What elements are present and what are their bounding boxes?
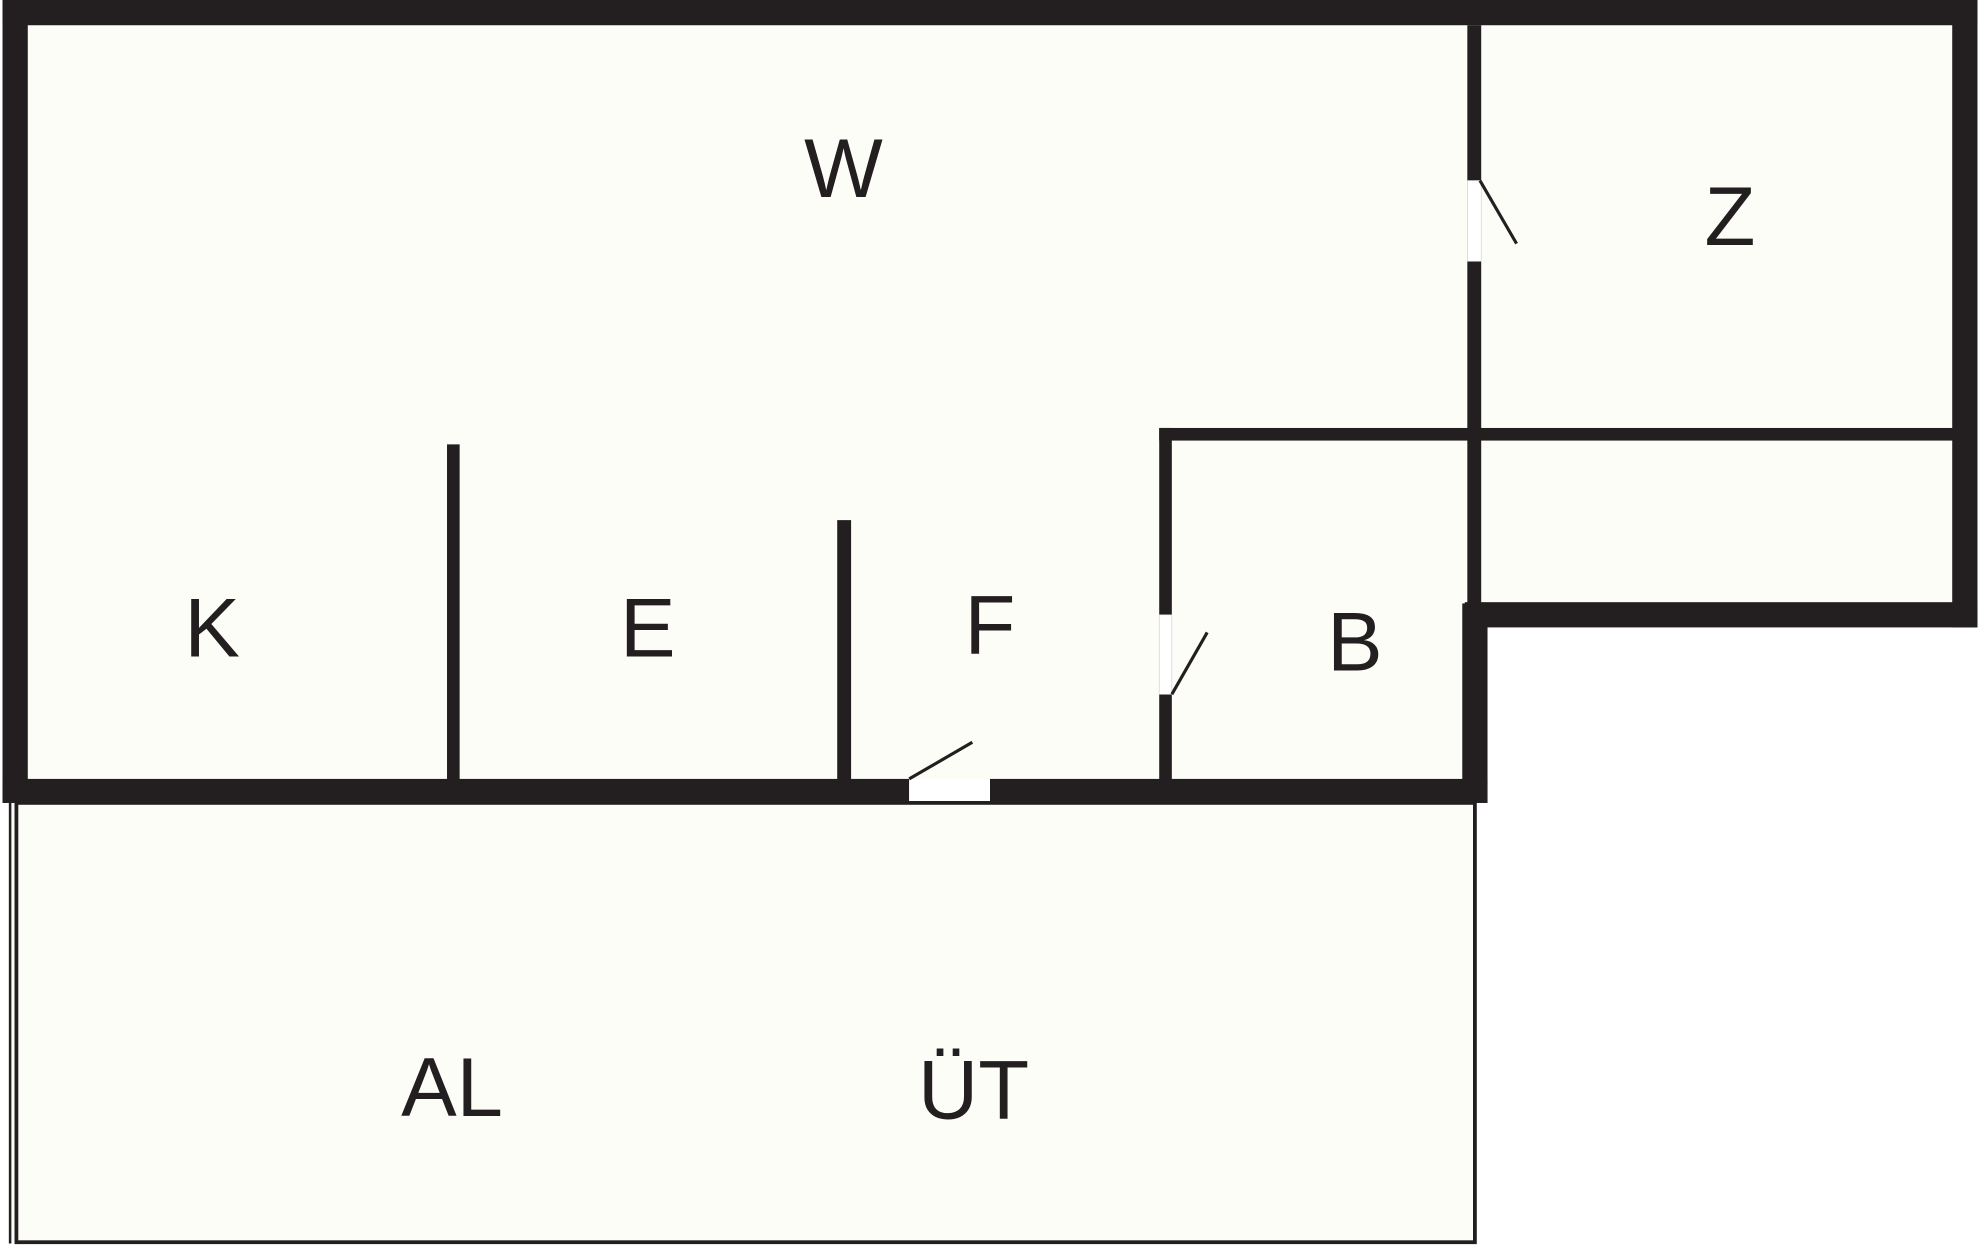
door-swing-z — [1478, 179, 1518, 245]
room-label-ut: ÜT — [918, 1044, 1029, 1137]
b-left-wall-lower — [1159, 694, 1172, 781]
balcony-floor — [10, 802, 1477, 1244]
z-floor — [1464, 0, 1978, 628]
room-label-w: W — [804, 122, 883, 215]
room-label-al: AL — [401, 1041, 503, 1134]
room-label-f: F — [965, 579, 1016, 672]
z-bottom-wall — [1464, 602, 1978, 628]
e-f-partition — [837, 520, 852, 781]
door-opening-b — [1158, 614, 1173, 695]
door-opening-entrance — [909, 778, 990, 803]
room-label-k: K — [184, 581, 240, 674]
b-right-wall — [1462, 603, 1488, 803]
room-label-e: E — [620, 581, 676, 674]
door-opening-z — [1467, 180, 1482, 262]
door-swing-entrance — [908, 740, 974, 781]
bottom-wall-right — [990, 778, 1488, 803]
room-label-z: Z — [1705, 170, 1756, 263]
door-swing-b — [1170, 631, 1209, 696]
main-floor — [2, 0, 1488, 803]
top-wall — [2, 0, 1978, 26]
b-left-wall-upper — [1159, 427, 1172, 615]
balcony-outline — [14, 801, 1477, 1245]
inner-horizontal-wall — [1159, 427, 1955, 441]
k-e-partition — [447, 444, 460, 781]
w-z-wall-upper — [1467, 25, 1482, 181]
bottom-wall-left — [2, 778, 910, 803]
left-wall — [2, 0, 28, 803]
z-right-wall — [1952, 0, 1978, 628]
w-z-wall-lower — [1467, 261, 1482, 605]
room-label-b: B — [1327, 595, 1383, 688]
